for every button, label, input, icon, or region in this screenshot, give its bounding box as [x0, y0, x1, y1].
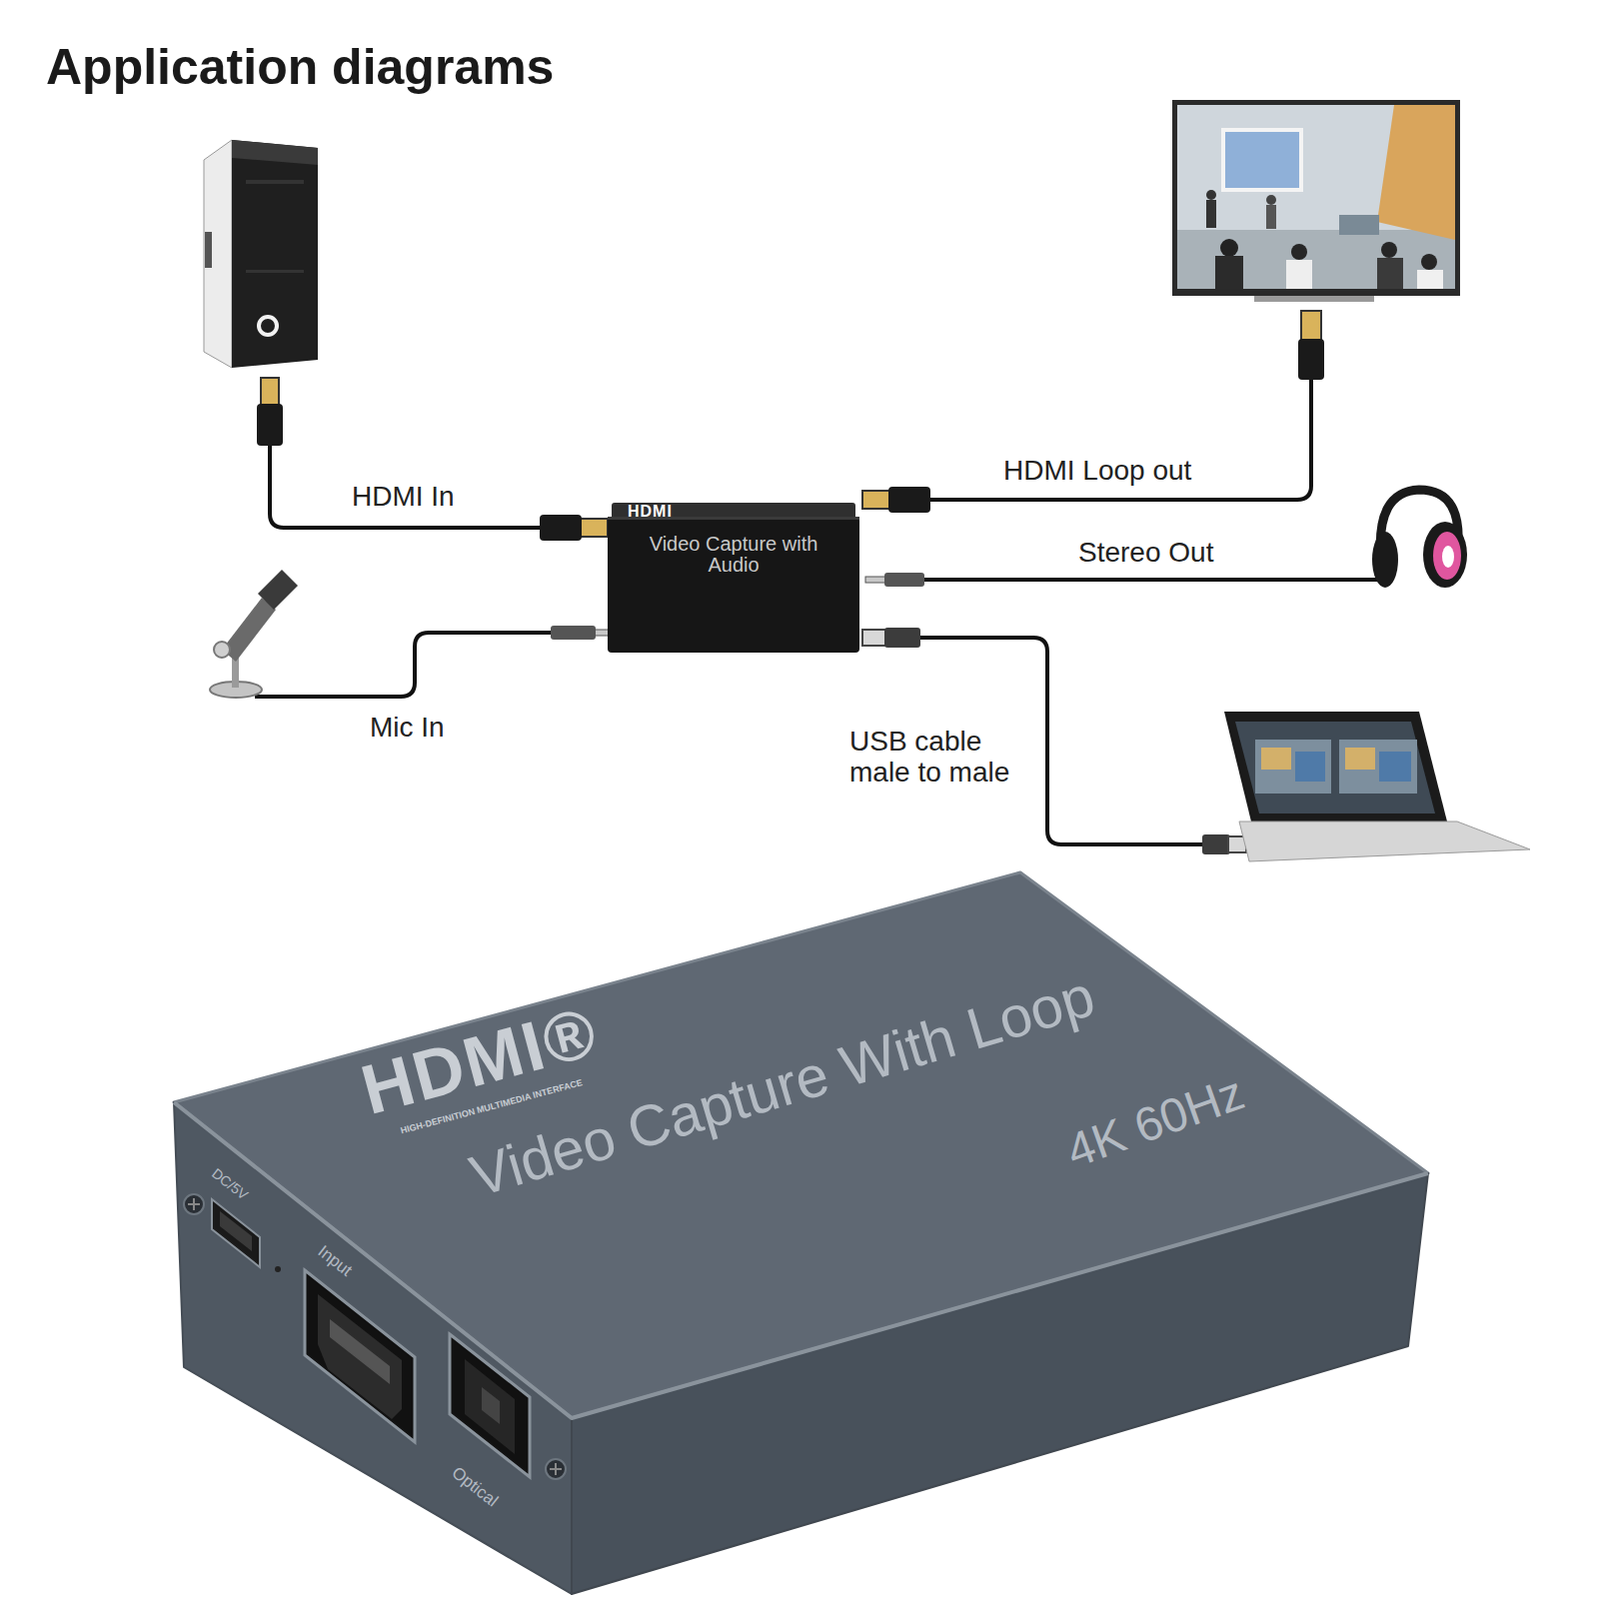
laptop — [1255, 739, 1332, 794]
usb-plug — [884, 627, 921, 648]
computer-tower — [231, 139, 318, 368]
diagram-title: Application diagrams — [45, 39, 554, 95]
capture-device-outline — [211, 1199, 260, 1268]
television — [1225, 131, 1300, 188]
television — [1291, 243, 1308, 260]
laptop — [1379, 751, 1412, 782]
cable — [923, 577, 1382, 582]
capture-device-outline — [449, 1334, 530, 1478]
audio-jack — [884, 572, 925, 587]
microphone — [213, 641, 230, 658]
capture-device-outline — [464, 1359, 515, 1455]
cable — [254, 377, 1382, 845]
television — [1417, 269, 1444, 289]
capture-box: HDMI Video Capture with Audio — [607, 502, 860, 653]
usb-plug — [862, 629, 886, 646]
hdmi-plug — [256, 310, 1325, 541]
headphones — [1442, 545, 1455, 568]
capture-box-outline — [607, 502, 860, 653]
capture-device-outline — [274, 1266, 281, 1273]
capture-device-outline — [317, 1294, 402, 1420]
laptop — [1345, 747, 1376, 770]
cable — [928, 377, 1312, 500]
connection-label: Stereo Out — [1078, 537, 1214, 569]
microphone — [257, 569, 298, 610]
computer-tower — [245, 179, 304, 184]
laptop — [1224, 711, 1531, 862]
capture-device-outline — [183, 1194, 204, 1215]
television — [1172, 99, 1461, 302]
laptop — [1261, 747, 1292, 770]
laptop — [1295, 751, 1326, 782]
laptop — [1339, 739, 1418, 794]
television — [1206, 189, 1217, 200]
hdmi-plug — [260, 377, 279, 406]
hdmi-plug — [862, 490, 891, 509]
hdmi-plug — [256, 403, 283, 446]
computer-tower — [231, 139, 318, 165]
capture-device-outline — [159, 849, 1450, 1600]
television — [1377, 104, 1456, 240]
connection-label: HDMI In — [351, 481, 455, 513]
television — [1377, 257, 1404, 289]
computer-tower — [245, 269, 304, 273]
television — [1172, 99, 1461, 296]
connection-label: USB cable male to male — [849, 726, 1035, 789]
capture-device-outline — [304, 1270, 415, 1443]
hdmi-plug — [579, 518, 608, 537]
television — [1266, 194, 1277, 205]
capture-device: HDMI®HIGH-DEFINITION MULTIMEDIA INTERFAC… — [159, 849, 1450, 1600]
hdmi-logo: HDMI — [627, 503, 673, 521]
connection-label: Mic In — [369, 712, 445, 744]
capture-device-outline — [329, 1319, 390, 1385]
capture-device-outline — [571, 1173, 1429, 1595]
headphones — [1423, 521, 1468, 588]
cable — [254, 632, 551, 697]
computer-tower — [258, 316, 277, 335]
television — [1286, 259, 1313, 289]
capture-device-outline — [549, 1463, 562, 1476]
hdmi-plug — [888, 486, 931, 513]
capture-device-outline — [545, 1459, 566, 1480]
computer-tower — [204, 231, 212, 268]
capture-device-outline — [173, 1102, 1429, 1419]
television — [1206, 199, 1217, 228]
hdmi-plug — [1298, 338, 1325, 380]
television — [1266, 204, 1277, 229]
television — [1421, 253, 1438, 270]
laptop — [1224, 711, 1448, 822]
computer-tower — [203, 139, 232, 368]
headphones — [1372, 531, 1399, 588]
television — [1254, 295, 1375, 302]
television — [1339, 214, 1380, 235]
audio-jack — [865, 576, 886, 583]
television — [1177, 229, 1456, 289]
hdmi-plug — [1301, 310, 1322, 341]
headphones — [1433, 531, 1462, 580]
television — [1220, 238, 1239, 257]
laptop — [1239, 821, 1531, 862]
capture-device-outline — [187, 1198, 200, 1211]
device-label: Video Capture with Audio — [643, 533, 824, 576]
computer-tower — [203, 139, 318, 368]
capture-device-outline — [481, 1387, 500, 1425]
cable — [269, 443, 541, 528]
usb-plug — [1202, 834, 1231, 855]
connection-label: HDMI Loop out — [1003, 455, 1192, 487]
headphones — [1372, 489, 1468, 588]
laptop — [1235, 721, 1436, 814]
television — [1381, 241, 1398, 258]
capture-device-outline — [219, 1211, 252, 1252]
capture-box-outline — [607, 516, 860, 653]
microphone — [209, 569, 298, 698]
television — [1215, 255, 1244, 289]
audio-jack — [550, 625, 596, 640]
hdmi-plug — [539, 514, 582, 541]
television — [1177, 104, 1456, 289]
television — [1221, 127, 1304, 192]
